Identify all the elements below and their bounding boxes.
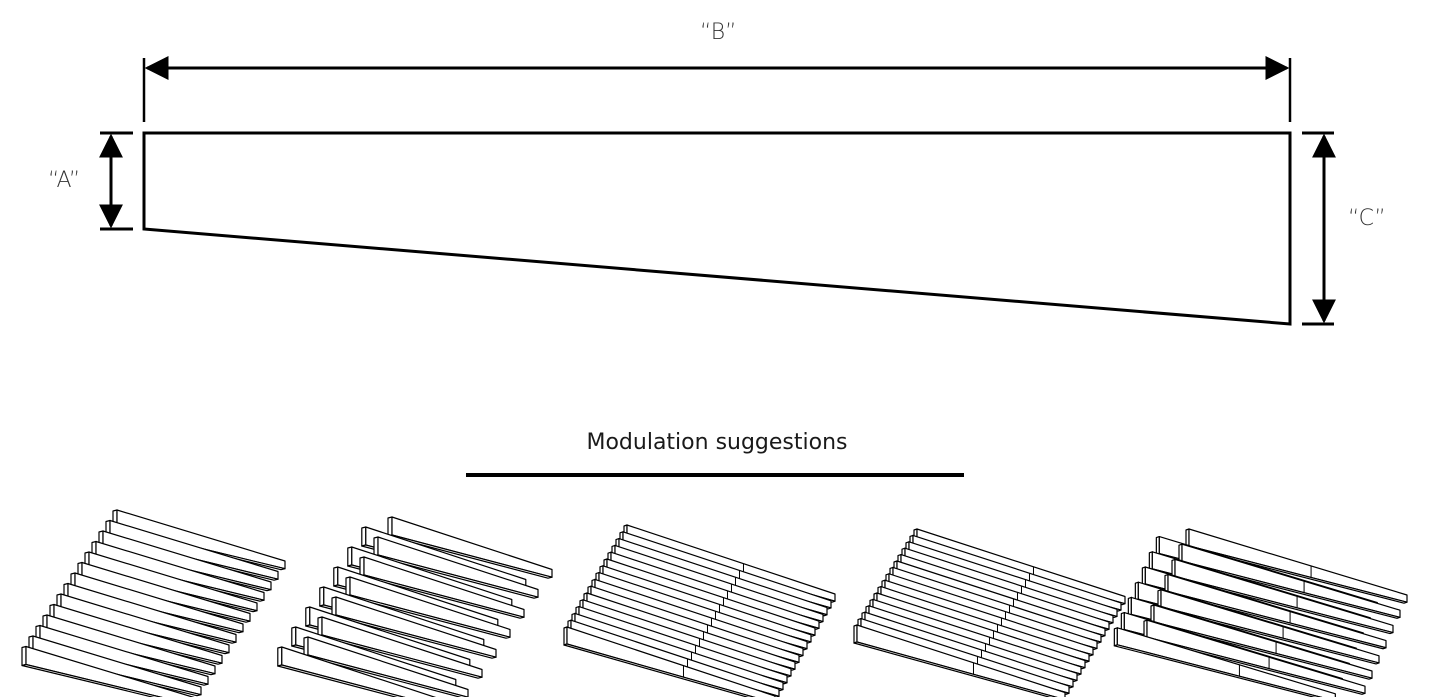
modulation-option-5 xyxy=(1113,528,1408,697)
slat xyxy=(1116,627,1336,697)
slat-shape xyxy=(142,131,1292,326)
dimension-b-label: “B” xyxy=(700,20,737,45)
modulation-option-1 xyxy=(21,509,286,697)
dimension-c xyxy=(1302,131,1336,326)
slat-bottom xyxy=(853,641,1058,697)
slat-bottom xyxy=(563,643,756,697)
slat-bottom xyxy=(277,664,406,697)
modulation-option-4 xyxy=(853,528,1126,697)
slat xyxy=(856,624,1066,697)
slat-bottom xyxy=(1113,644,1323,697)
modulation-option-3 xyxy=(563,524,836,697)
slat xyxy=(25,645,195,697)
dimension-c-label: “C” xyxy=(1348,206,1386,231)
section-title: Modulation suggestions xyxy=(586,430,848,455)
modulation-option-2 xyxy=(277,516,553,697)
dimension-b xyxy=(142,56,1292,122)
dimension-a-label: “A” xyxy=(48,168,81,193)
slat-bottom xyxy=(21,663,163,697)
slat xyxy=(307,636,469,697)
slat xyxy=(281,646,437,697)
dimension-a xyxy=(99,131,133,231)
slat xyxy=(566,626,776,697)
